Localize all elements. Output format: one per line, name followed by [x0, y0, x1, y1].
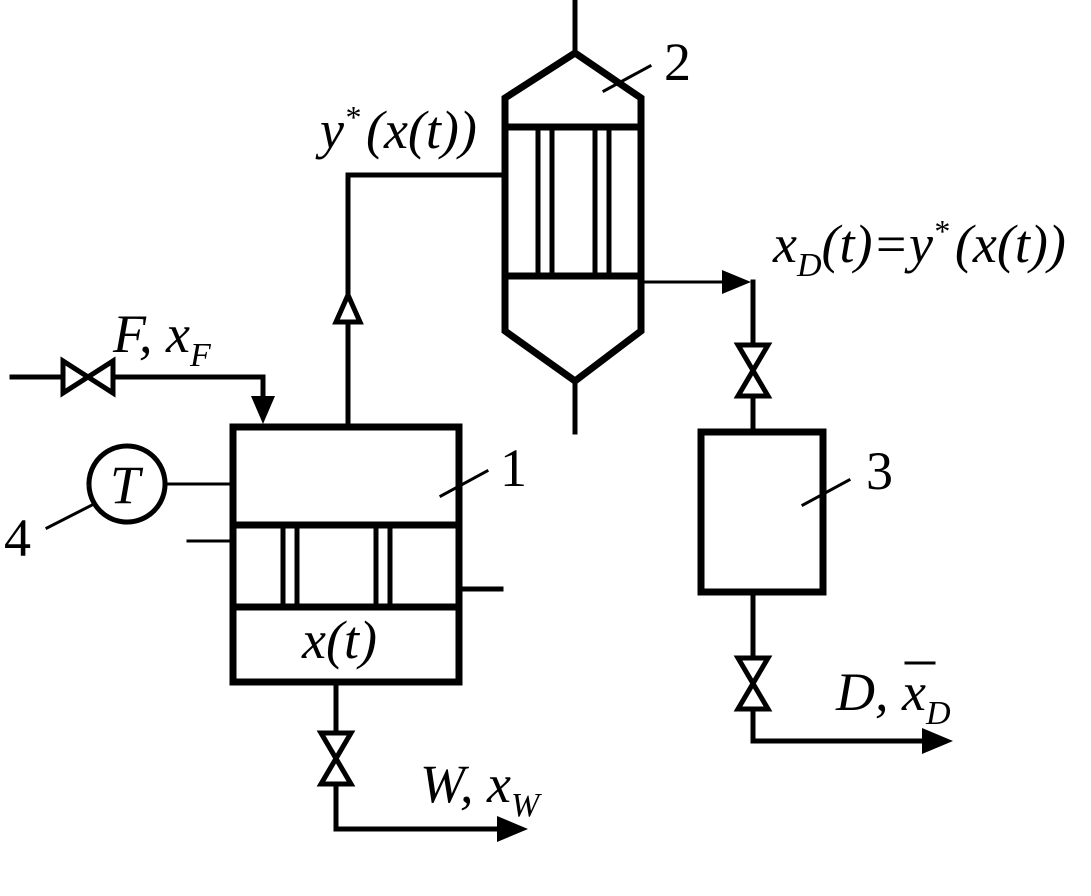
label-still-composition: x(t) [301, 610, 377, 670]
receiver-vessel [697, 428, 827, 596]
label-condenser-number: 2 [664, 32, 691, 92]
bottoms-arrow-icon [497, 816, 528, 842]
leader-line-4 [44, 502, 95, 531]
condenser-vessel [501, 0, 645, 435]
label-product: D, xD [835, 662, 951, 732]
label-distillate-composition: xD(t)=y*(x(t)) [772, 213, 1066, 284]
distillate-line [639, 270, 773, 435]
product-valve-icon [733, 655, 773, 712]
label-temperature-sensor: T [110, 455, 144, 515]
product-arrow-icon [922, 728, 953, 754]
label-still-number: 1 [500, 438, 527, 498]
feed-line [9, 356, 275, 424]
feed-valve-icon [60, 356, 116, 398]
label-vapor-composition: y*(x(t)) [315, 99, 477, 160]
vapor-arrow-icon [332, 288, 364, 325]
bottoms-line [316, 679, 528, 842]
product-line [733, 589, 953, 754]
distillate-valve-icon [733, 342, 773, 399]
leader-line-2 [601, 63, 653, 94]
label-sensor-number: 4 [4, 508, 31, 568]
distillate-arrow-icon [722, 270, 751, 294]
feed-arrow-icon [251, 396, 275, 424]
label-receiver-number: 3 [866, 441, 893, 501]
leader-line-1 [438, 468, 490, 499]
bottoms-valve-icon [316, 730, 356, 787]
label-feed: F, xF [112, 304, 212, 374]
leader-line-3 [800, 477, 852, 508]
label-bottoms: W, xW [420, 754, 542, 824]
vapor-line [332, 172, 508, 430]
